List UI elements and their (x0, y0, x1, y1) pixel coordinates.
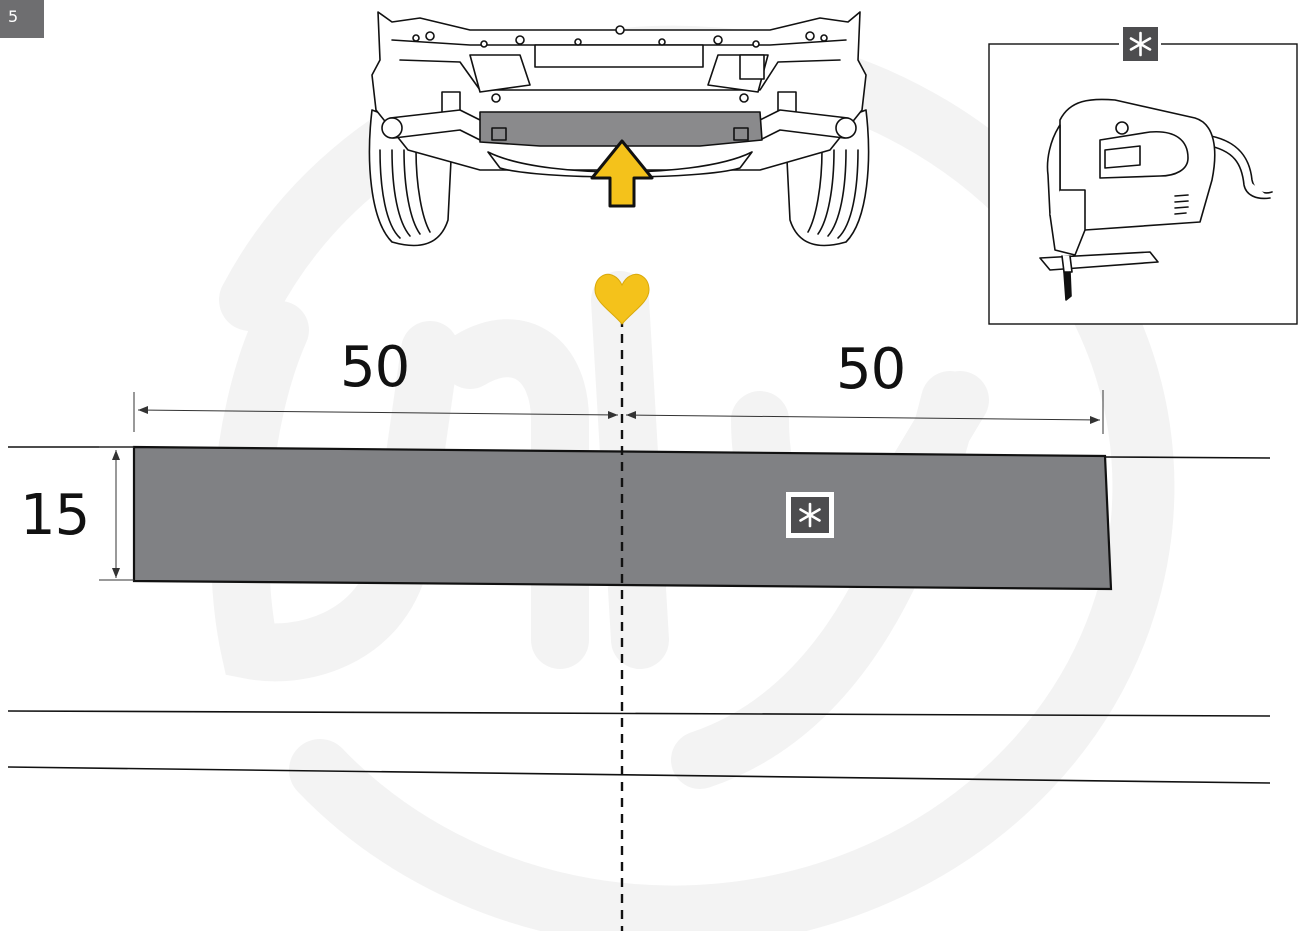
arrow-up-icon (590, 139, 654, 208)
width-dimension-lines (133, 390, 1104, 434)
jigsaw-illustration (1039, 98, 1273, 301)
step-number-badge: 5 (0, 0, 44, 38)
tool-panel (988, 25, 1298, 325)
asterisk-icon (786, 492, 834, 538)
car-rear-illustration (368, 11, 870, 247)
bumper-guide-lines (7, 446, 1271, 784)
height-label: 15 (20, 483, 90, 548)
step-number: 5 (8, 7, 19, 26)
heart-icon (594, 273, 650, 325)
tool-asterisk-icon (1119, 25, 1161, 63)
height-dimension-line (99, 446, 134, 581)
left-width-label: 50 (340, 335, 410, 400)
right-width-label: 50 (836, 337, 906, 402)
